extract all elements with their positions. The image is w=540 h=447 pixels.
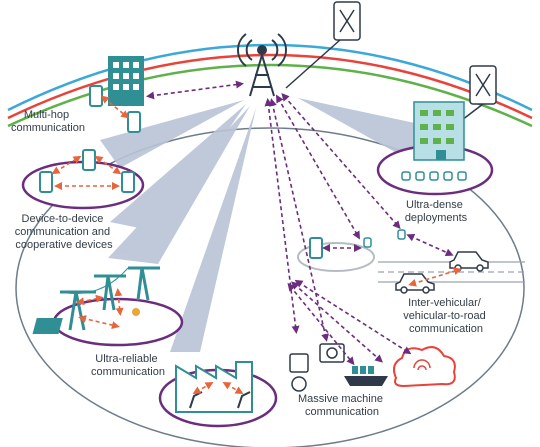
factory-icon (175, 361, 253, 413)
dense-building-icon (413, 101, 465, 161)
transmission-tower-icon (59, 266, 160, 331)
antenna-panel-icon-right (461, 65, 497, 121)
antenna-panel-icon (285, 1, 361, 89)
label-d2d: Device-to-device communication and coope… (15, 213, 113, 251)
cloud-icon (393, 346, 456, 388)
label-ultra-reliable: Ultra-reliable communication (91, 353, 165, 378)
solar-panel-icon (32, 308, 140, 334)
label-vehicular: Inter-vehicular/ vehicular-to-road commu… (403, 297, 489, 335)
labels: Multi-hop communication Device-to-device… (11, 109, 489, 418)
tower-links (146, 80, 454, 366)
device-links (51, 95, 462, 394)
office-building-icon (108, 56, 144, 106)
meter-icon (289, 353, 309, 392)
sensor-icon (363, 171, 467, 248)
coverage-arcs (7, 43, 533, 128)
cell-tower-icon (237, 33, 287, 97)
label-multi-hop: Multi-hop communication (11, 109, 85, 134)
label-ultra-dense: Ultra-dense deployments (405, 199, 468, 224)
label-massive-machine: Massive machine communication (298, 393, 386, 418)
ship-icon (344, 366, 388, 386)
